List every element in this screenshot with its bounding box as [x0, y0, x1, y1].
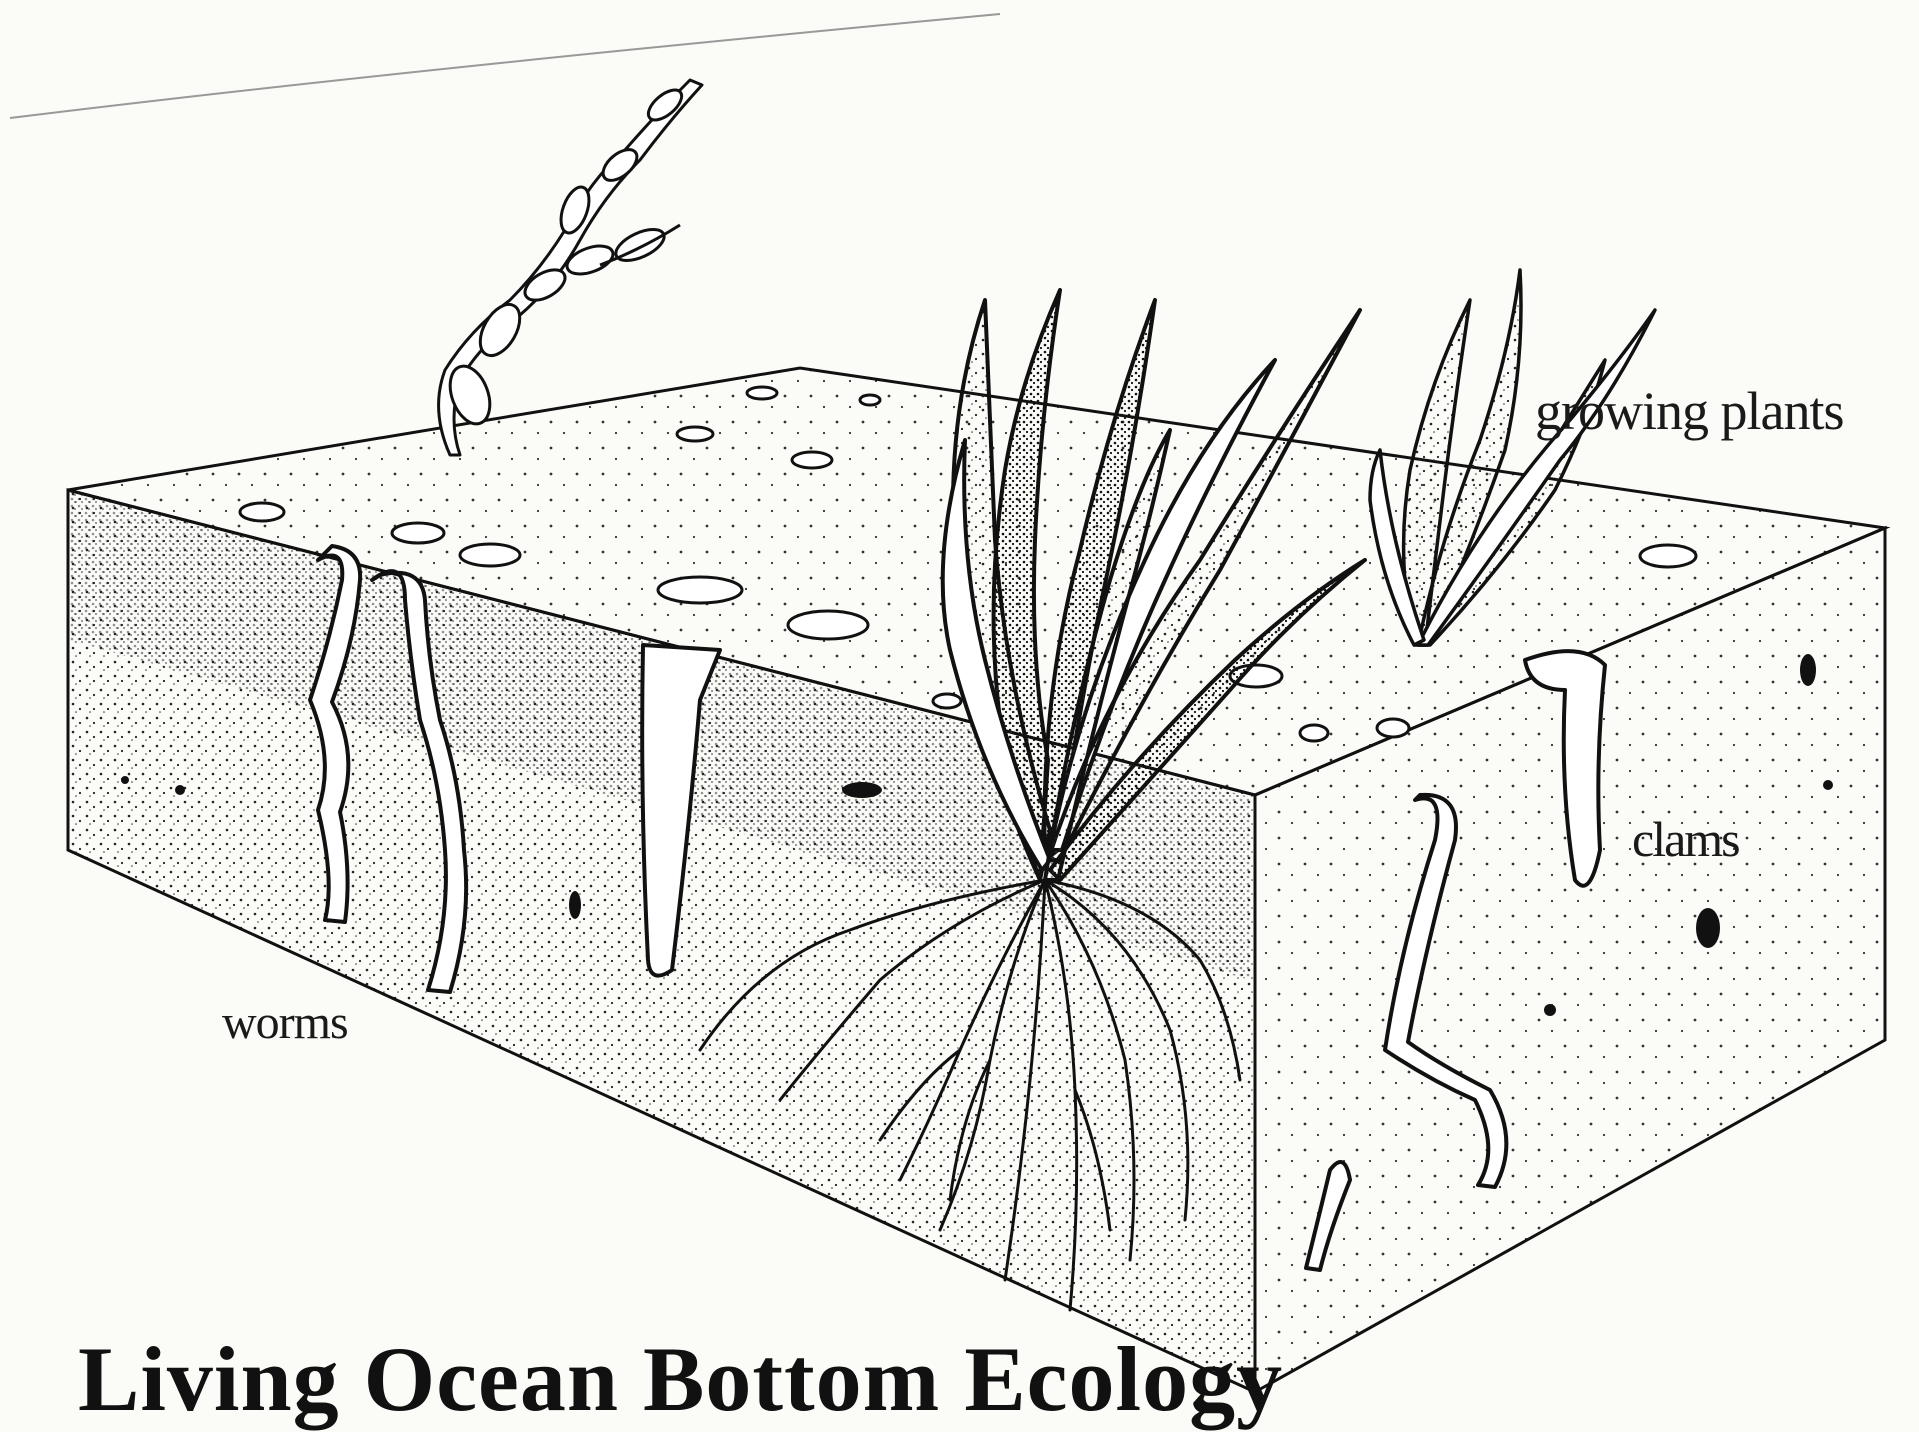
label-worms: worms — [222, 995, 348, 1050]
paper-edge — [10, 14, 1000, 118]
ocean-bottom-diagram — [0, 0, 1919, 1396]
label-clams: clams — [1632, 810, 1739, 868]
diagram-title: Living Ocean Bottom Ecology — [78, 1326, 1283, 1432]
label-growing-plants: growing plants — [1535, 380, 1843, 442]
